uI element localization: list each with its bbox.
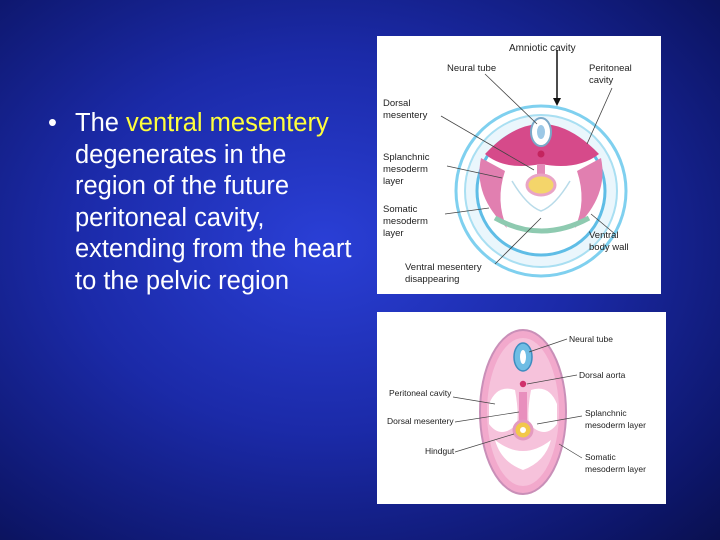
dorsal-mesentery-bottom [519,392,527,422]
label-splanchnic-line2: mesoderm [383,164,428,175]
label-dorsal-aorta: Dorsal aorta [579,370,626,380]
label-dorsal-line2: mesentery [383,110,428,121]
label-peritoneal-line2: cavity [589,75,614,86]
label-somatic-line3: layer [383,228,404,239]
label-peritoneal-line1: Peritoneal [589,63,632,74]
label-hindgut: Hindgut [425,446,455,456]
label-peritoneal-cavity-bottom: Peritoneal cavity [389,388,452,398]
label-splanchnic-line1: Splanchnic [383,152,430,163]
bullet-paragraph: The ventral mesentery degenerates in the… [75,108,355,297]
right-mesoderm-arm [575,158,603,228]
splanchnic-leader-bottom [536,415,583,425]
ventral-mesentery-leader [494,217,542,265]
gut-tube [525,173,557,197]
label-somatic-line2: mesoderm [383,216,428,227]
dorsal-mesentery-leader [440,115,535,171]
label-somatic-line2-bottom: mesoderm layer [585,464,646,474]
splanchnic-leader [446,165,503,179]
label-neural-tube-bottom: Neural tube [569,334,613,344]
amniotic-pointer-arrowhead [553,98,561,106]
peritoneal-leader [586,87,613,145]
embryo-cross-section-figure-bottom: Neural tube Dorsal aorta Peritoneal cavi… [377,312,666,504]
somatic-leader-bottom [558,443,583,459]
label-ventral-mesentery-line2: disappearing [405,274,459,285]
dorsal-aorta-leader [526,374,578,385]
neural-tube-leader-bottom [528,338,568,353]
left-mesoderm-arm [479,158,507,228]
dorsal-aorta-dot [519,380,527,388]
somatic-leader [444,207,490,215]
label-neural-tube-top: Neural tube [447,63,496,74]
label-splanchnic-line1-bottom: Splanchnic [585,408,627,418]
bullet-text-part2: degenerates in the region of the future … [75,140,352,295]
embryo-cross-section-figure-top: Amniotic cavity Neural tube Peritoneal c… [377,36,661,294]
peritoneal-leader-bottom [452,396,496,405]
peritoneal-cavity-left [489,388,518,432]
ventral-body-wall-shape [493,215,591,234]
peritoneal-cavity-right [528,388,557,432]
label-ventral-wall-line1: Ventral [589,230,619,241]
neural-canal-bottom [520,350,526,364]
bullet-dot: • [48,109,57,137]
neural-tube-leader [484,73,538,125]
embryo-diagram-top: Amniotic cavity Neural tube Peritoneal c… [383,43,632,285]
peritoneal-cavity-outline [511,180,571,212]
label-ventral-mesentery-line1: Ventral mesentery [405,262,482,273]
hindgut-lumen [520,427,526,433]
label-amniotic-cavity: Amniotic cavity [509,43,576,54]
label-somatic-line1: Somatic [383,204,418,215]
peritoneal-cavity-ventral [495,440,551,470]
label-splanchnic-line2-bottom: mesoderm layer [585,420,646,430]
dorsal-mesentery-stalk [537,164,545,176]
label-splanchnic-line3: layer [383,176,404,187]
label-ventral-wall-line2: body wall [589,242,629,253]
bullet-text-part1: The [75,109,127,137]
dorsal-mesentery-leader-bottom [454,411,520,423]
hindgut-leader [454,433,515,453]
ventral-wall-leader [590,213,616,235]
bullet-highlight: ventral mesentery [126,109,329,137]
notochord-dot [537,150,545,158]
embryo-diagram-bottom: Neural tube Dorsal aorta Peritoneal cavi… [387,329,646,495]
label-dorsal-mesentery-bottom: Dorsal mesentery [387,416,454,426]
neural-canal [537,125,545,139]
label-dorsal-line1: Dorsal [383,98,410,109]
label-somatic-line1-bottom: Somatic [585,452,616,462]
